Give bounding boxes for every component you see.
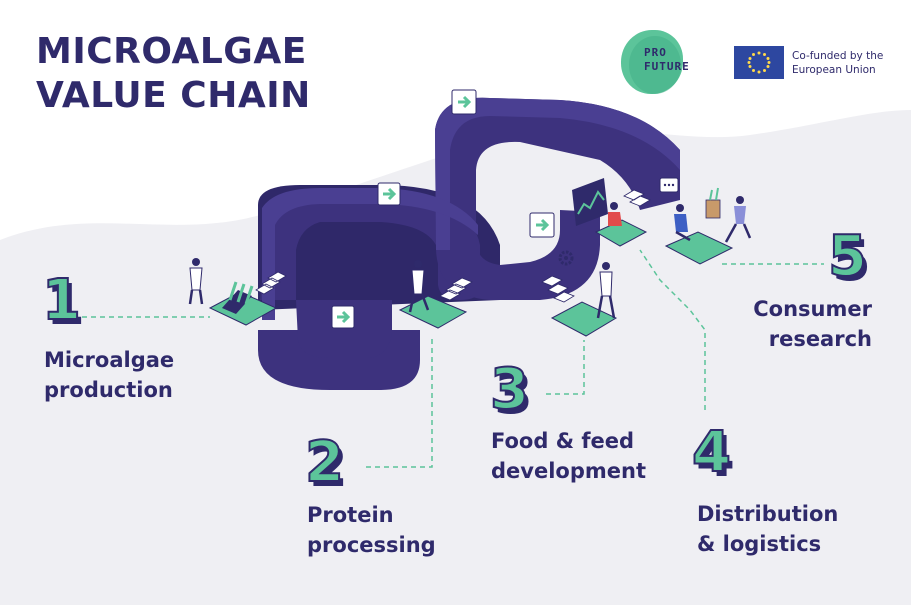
gear-icon (558, 250, 574, 266)
background-wave (0, 110, 911, 605)
connector-3 (546, 340, 585, 395)
person-icon (674, 204, 691, 242)
arrow-sign-icon (331, 305, 355, 329)
person-icon (724, 196, 752, 243)
stage-4-number: 4 4 (691, 419, 735, 490)
person-icon (596, 262, 616, 319)
title-line-1: MICROALGAE (36, 31, 307, 72)
stairs-icon (255, 189, 651, 303)
page-title: MICROALGAE VALUE CHAIN (36, 30, 311, 118)
arrow-sign-icon (377, 182, 401, 206)
stage-3-number: 3 3 (489, 356, 533, 427)
stage-1-number: 1 1 (41, 267, 85, 338)
stage-5-number: 5 5 (827, 223, 871, 294)
shopping-bag-icon (705, 187, 721, 219)
stage-2-number: 2 2 (304, 429, 348, 500)
person-icon (408, 260, 430, 313)
stage-3-label: Food & feed development (491, 429, 646, 483)
person-icon (608, 202, 622, 226)
eu-flag-icon (734, 46, 784, 79)
bioreactor-icon (222, 281, 254, 314)
profuture-logo: PRO FUTURE (621, 30, 711, 94)
platforms (208, 219, 734, 337)
logo-line-2: FUTURE (644, 60, 690, 73)
stage-5-label: Consumer research (753, 297, 872, 351)
stage-1-label: Microalgae production (44, 348, 175, 402)
eu-line-2: European Union (792, 64, 876, 76)
stage-2-label: Protein processing (307, 503, 436, 557)
logo-line-1: PRO (644, 46, 667, 59)
eu-line-1: Co-funded by the (792, 50, 884, 62)
chart-icon (572, 178, 608, 226)
connector-lines (82, 249, 824, 468)
title-line-2: VALUE CHAIN (36, 75, 311, 116)
stage-4-label: Distribution & logistics (697, 502, 839, 556)
platform-2 (398, 295, 468, 329)
chat-bubble-icon (659, 177, 679, 193)
connector-2 (366, 338, 433, 468)
platform-5 (664, 231, 734, 265)
arrow-sign-icon (451, 89, 477, 115)
person-icon (188, 258, 204, 305)
arrow-sign-icon (529, 212, 555, 238)
